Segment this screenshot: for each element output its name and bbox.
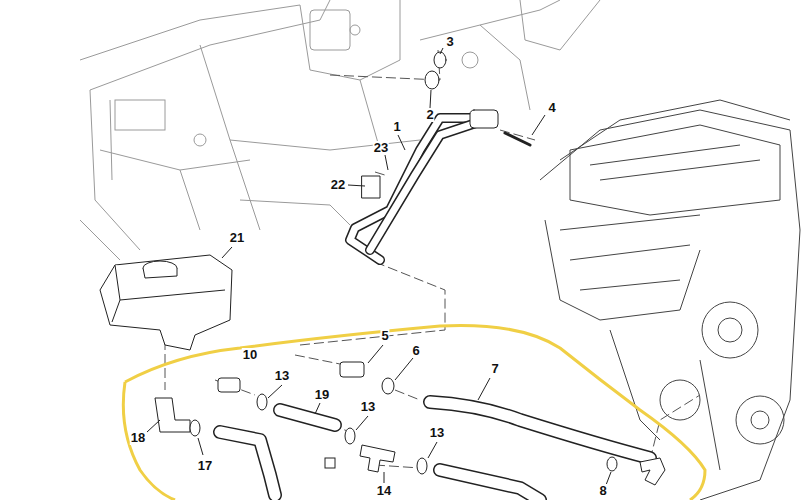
callout-number: 13	[429, 426, 445, 440]
hoses	[220, 402, 650, 500]
callout-number: 17	[197, 459, 213, 473]
reservoir	[100, 255, 232, 350]
leader-lines	[147, 48, 611, 485]
fittings	[155, 362, 665, 485]
callout-number: 23	[373, 141, 389, 155]
callout-number: 1	[392, 120, 401, 134]
callout-number: 10	[242, 348, 258, 362]
callout-number: 22	[330, 178, 346, 192]
callout-number: 3	[445, 35, 454, 49]
callout-number: 14	[376, 484, 392, 498]
body-structure	[80, 0, 600, 260]
highlight-outline	[123, 325, 705, 500]
callout-number: 21	[229, 231, 245, 245]
heater-pipe	[350, 52, 530, 260]
callout-number: 8	[598, 484, 607, 498]
callout-number: 5	[380, 329, 389, 343]
callout-number: 2	[425, 108, 434, 122]
callout-number: 19	[314, 388, 330, 402]
callout-number: 4	[547, 101, 556, 115]
callout-number: 18	[130, 431, 146, 445]
callout-number: 6	[411, 344, 420, 358]
callout-number: 13	[360, 400, 376, 414]
callout-number: 13	[274, 369, 290, 383]
callout-number: 7	[490, 362, 499, 376]
assembly-lines	[165, 50, 700, 468]
